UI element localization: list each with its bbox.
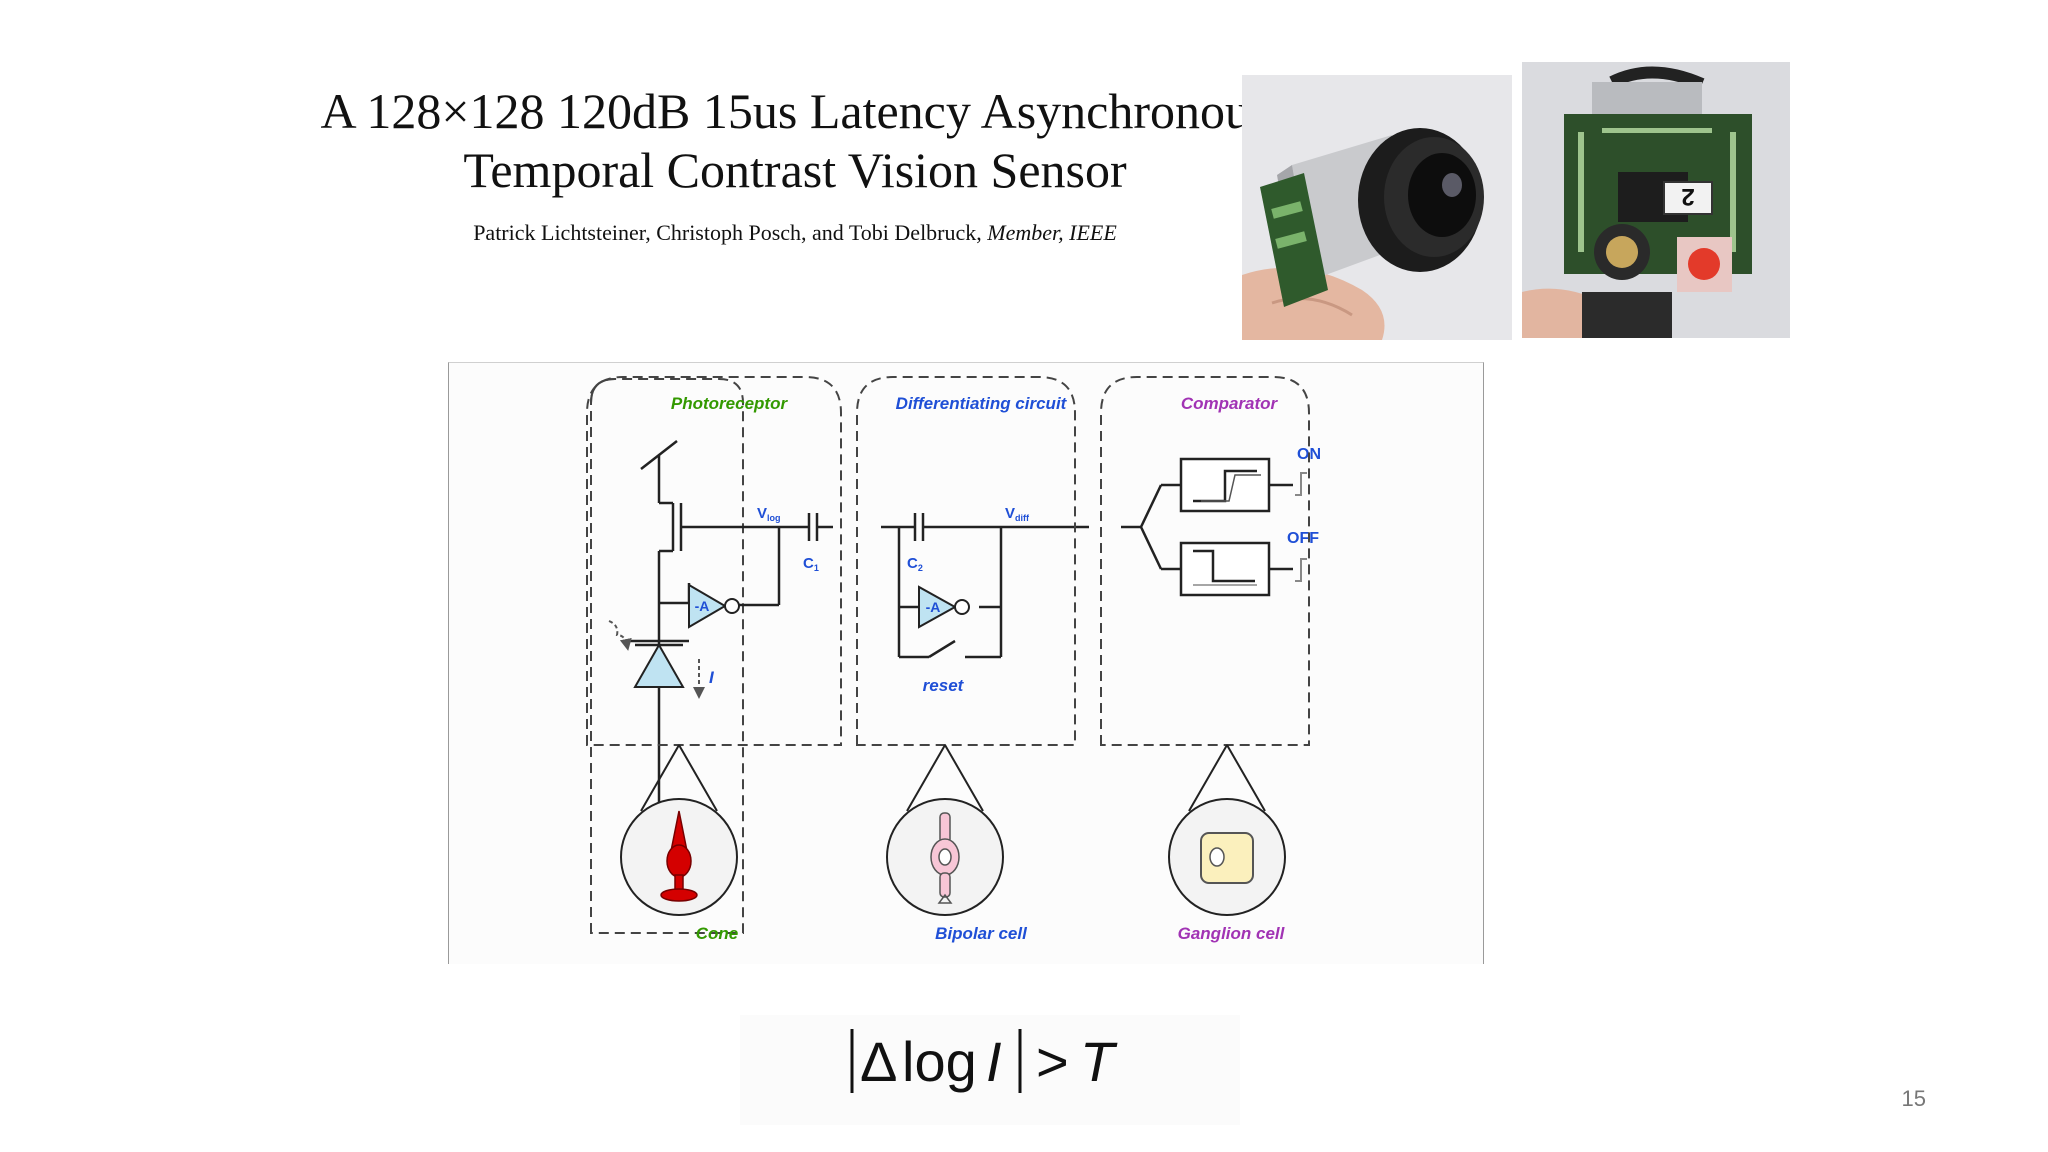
formula-greater-than: >	[1036, 1030, 1069, 1093]
amp1-label: -A	[695, 598, 710, 614]
reset-label: reset	[923, 676, 965, 695]
current-label: I	[709, 668, 715, 687]
bipolar-cell-icon	[930, 812, 960, 904]
off-label: OFF	[1287, 530, 1319, 547]
authors-line: Patrick Lichtsteiner, Christoph Posch, a…	[260, 220, 1330, 246]
authors-membership: Member, IEEE	[987, 220, 1117, 245]
photoreceptor-box	[590, 378, 744, 934]
board-photo: 2	[1522, 62, 1790, 338]
photoreceptor-label: Photoreceptor	[671, 394, 789, 413]
vlog-label: Vlog	[757, 505, 781, 523]
circuit-figure: Photoreceptor I	[448, 362, 1484, 964]
title-line-1: A 128×128 120dB 15us Latency Asynchronou…	[320, 83, 1270, 139]
formula-log: log	[902, 1030, 977, 1093]
differentiating-label: Differentiating circuit	[896, 394, 1068, 413]
formula-svg: Δ log I > T	[850, 1029, 1118, 1093]
c2-label: C2	[907, 555, 923, 573]
circuit-diagram: Photoreceptor I	[586, 376, 1321, 943]
board-illustration: 2	[1522, 62, 1790, 338]
formula-delta: Δ	[860, 1030, 897, 1093]
authors-names: Patrick Lichtsteiner, Christoph Posch, a…	[473, 220, 982, 245]
differentiating-dashed-box	[856, 376, 1076, 746]
camera-photo	[1242, 75, 1512, 340]
ganglion-cell-icon	[1200, 832, 1254, 884]
ganglion-label: Ganglion cell	[1178, 924, 1286, 943]
slide-title: A 128×128 120dB 15us Latency Asynchronou…	[260, 82, 1330, 200]
c1-label: C1	[803, 555, 819, 573]
formula-variable: I	[986, 1030, 1002, 1093]
formula-threshold: T	[1080, 1030, 1118, 1093]
cone-label: Cone	[696, 924, 739, 943]
camera-illustration	[1242, 75, 1512, 340]
vdiff-label: Vdiff	[1005, 505, 1030, 523]
page-number: 15	[1901, 1086, 1926, 1111]
board-sticker-label: 2	[1681, 183, 1694, 210]
threshold-formula: Δ log I > T	[740, 1015, 1240, 1125]
amp2-label: -A	[926, 599, 941, 615]
bipolar-label: Bipolar cell	[935, 924, 1028, 943]
cone-cell-icon	[660, 810, 698, 902]
title-line-2: Temporal Contrast Vision Sensor	[463, 142, 1127, 198]
comparator-label: Comparator	[1181, 394, 1279, 413]
